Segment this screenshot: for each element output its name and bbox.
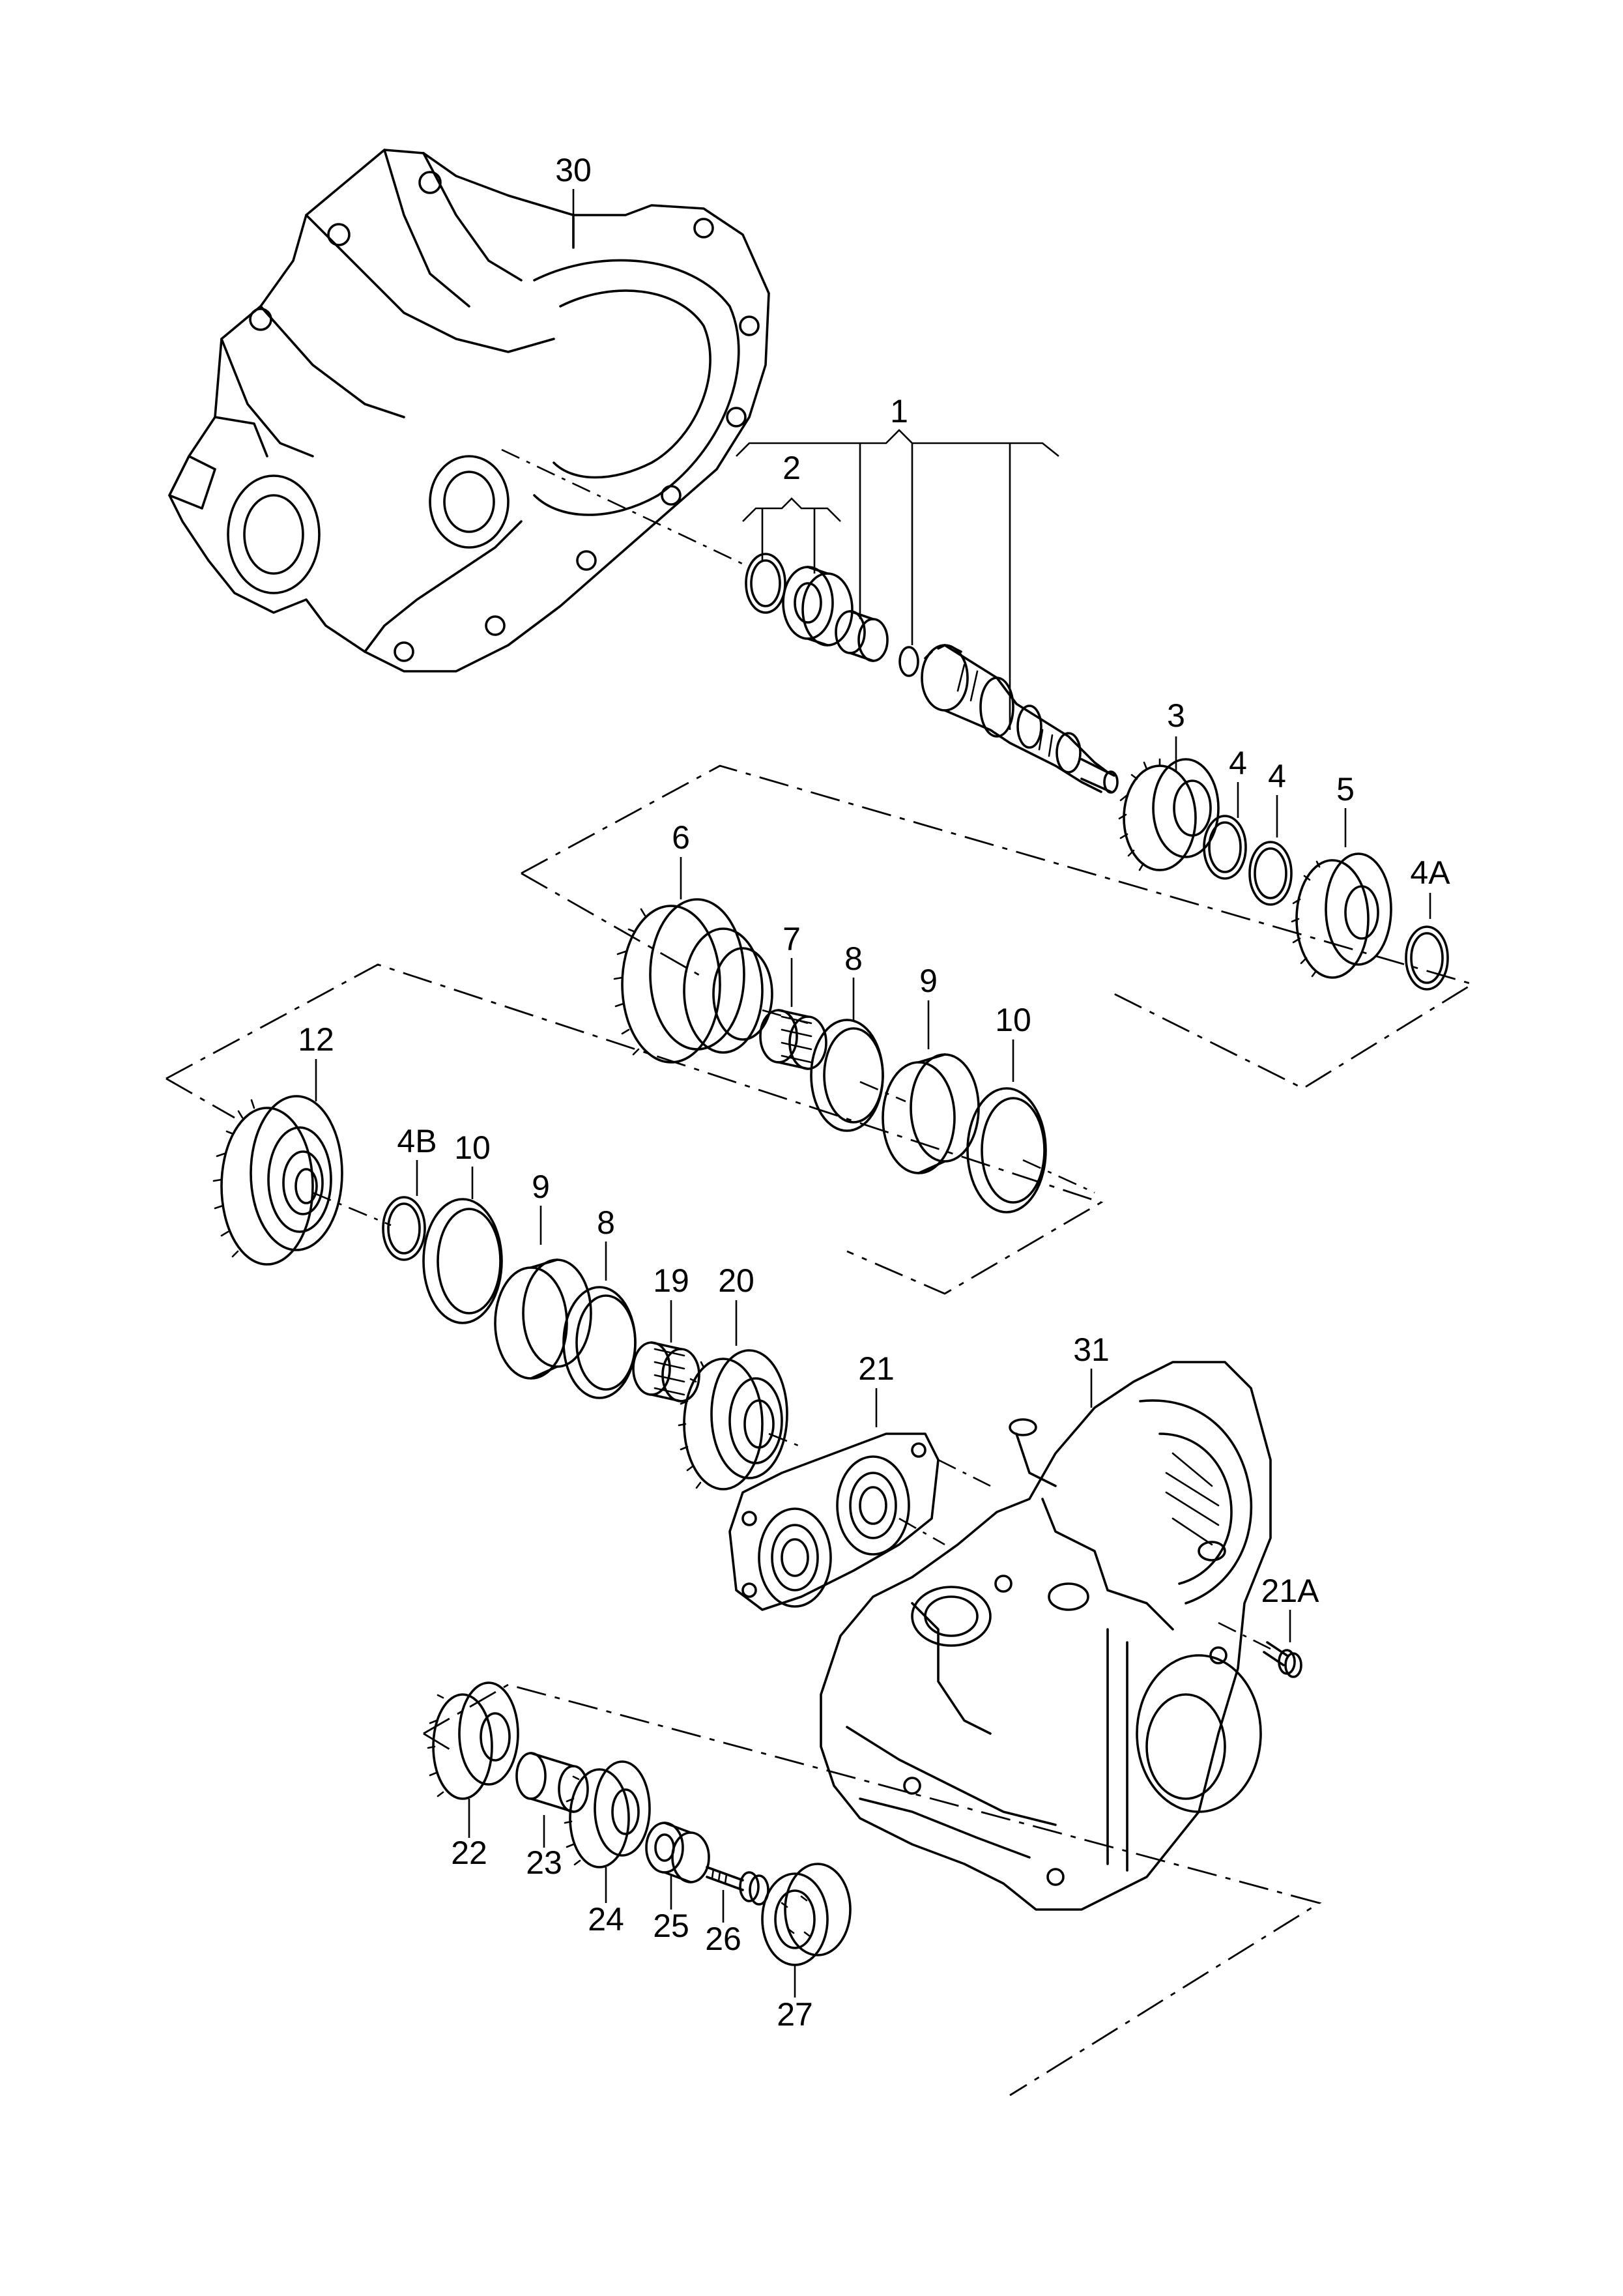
callout-31: 31 bbox=[1073, 1331, 1110, 1368]
outer-ring-9-b bbox=[494, 1258, 592, 1380]
bearing-27 bbox=[761, 1863, 852, 1966]
callout-21A: 21A bbox=[1261, 1573, 1320, 1609]
callout-8-b: 8 bbox=[597, 1204, 615, 1241]
callout-8-a: 8 bbox=[844, 940, 863, 977]
needle-bearing-19 bbox=[632, 1341, 700, 1402]
bolt-21A bbox=[1263, 1641, 1302, 1678]
callout-19: 19 bbox=[653, 1262, 689, 1299]
gear-5 bbox=[1291, 852, 1392, 979]
snap-ring-4B bbox=[382, 1196, 426, 1261]
outer-ring-9-a bbox=[882, 1053, 980, 1174]
callout-4-a: 4 bbox=[1229, 745, 1247, 781]
callout-12: 12 bbox=[298, 1021, 334, 1058]
gearbox-housing-30 bbox=[168, 149, 770, 673]
callout-3: 3 bbox=[1167, 697, 1185, 734]
input-shaft-1 bbox=[921, 644, 1119, 794]
callout-20: 20 bbox=[718, 1262, 754, 1299]
sleeve-23 bbox=[515, 1752, 589, 1813]
callout-1: 1 bbox=[890, 393, 908, 429]
callout-10-b: 10 bbox=[454, 1129, 491, 1166]
callout-4A: 4A bbox=[1410, 854, 1450, 891]
gear-3 bbox=[1118, 758, 1220, 871]
needle-bearing-7 bbox=[759, 1009, 827, 1070]
callout-10-a: 10 bbox=[995, 1002, 1031, 1038]
callout-30: 30 bbox=[555, 152, 592, 188]
callout-24: 24 bbox=[588, 1901, 624, 1938]
callout-25: 25 bbox=[653, 1908, 689, 1944]
snap-ring-4A bbox=[1405, 925, 1449, 991]
gear-24 bbox=[564, 1760, 651, 1868]
snap-ring-4-a bbox=[1203, 815, 1247, 880]
gear-22 bbox=[427, 1681, 519, 1800]
callout-9-a: 9 bbox=[919, 963, 938, 999]
callout-26: 26 bbox=[705, 1921, 741, 1957]
callout-4-b: 4 bbox=[1268, 758, 1286, 794]
bearing-2 bbox=[782, 566, 854, 647]
callout-4B: 4B bbox=[397, 1123, 437, 1159]
synchro-ring-10-b bbox=[422, 1198, 503, 1324]
sleeve-1 bbox=[835, 610, 889, 662]
callout-27: 27 bbox=[777, 1996, 813, 2033]
synchro-ring-8-b bbox=[562, 1286, 637, 1399]
callout-7: 7 bbox=[783, 921, 801, 957]
snap-ring-1 bbox=[898, 646, 919, 677]
bushing-25 bbox=[645, 1822, 710, 1883]
gearbox-housing-31 bbox=[820, 1361, 1272, 1911]
snap-ring-4-b bbox=[1248, 841, 1293, 906]
bolt-26 bbox=[706, 1866, 769, 1906]
callout-9-b: 9 bbox=[532, 1169, 550, 1205]
synchro-ring-10-a bbox=[966, 1087, 1047, 1213]
callout-22: 22 bbox=[451, 1835, 487, 1871]
gear-6 bbox=[613, 898, 773, 1064]
synchro-ring-8-a bbox=[810, 1019, 884, 1132]
gear-20 bbox=[678, 1349, 788, 1490]
callout-21: 21 bbox=[858, 1350, 895, 1387]
callout-2: 2 bbox=[783, 450, 801, 486]
callout-23: 23 bbox=[526, 1844, 562, 1881]
callout-5: 5 bbox=[1336, 771, 1355, 807]
bearing-plate-21 bbox=[728, 1432, 940, 1611]
callout-6: 6 bbox=[672, 819, 690, 856]
circlip-2 bbox=[745, 553, 786, 614]
gear-12 bbox=[212, 1095, 343, 1266]
